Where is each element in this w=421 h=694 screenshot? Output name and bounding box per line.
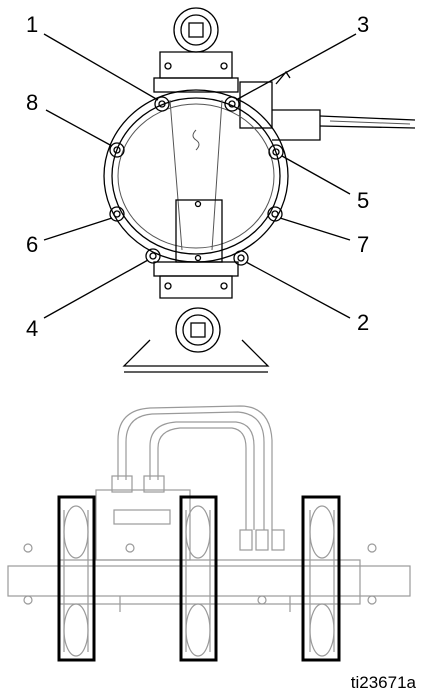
callout-2: 2 (357, 310, 369, 335)
bolt-1 (154, 96, 170, 112)
figure-reference: ti23671a (351, 673, 417, 692)
callout-3: 3 (357, 12, 369, 37)
highlight-boxes (57, 495, 341, 662)
callout-8: 8 (26, 90, 38, 115)
callout-4: 4 (26, 316, 38, 341)
callout-1: 1 (26, 12, 38, 37)
leader-lines (43, 33, 357, 319)
diaphragm-left (63, 505, 89, 657)
callout-6: 6 (26, 232, 38, 257)
callout-5: 5 (357, 188, 369, 213)
diaphragm-right (309, 505, 335, 657)
callout-7: 7 (357, 232, 369, 257)
bolt-3 (224, 96, 240, 112)
bolt-8 (109, 142, 125, 158)
pump-side-view (7, 405, 411, 657)
highlight-box-left (57, 495, 96, 662)
highlight-box-right (301, 495, 341, 662)
bolt-2 (233, 250, 249, 266)
bolt-5 (268, 144, 284, 160)
bolt-6 (109, 206, 125, 222)
bolt-4 (145, 248, 161, 264)
bolt-7 (267, 206, 283, 222)
callout-labels: 1 2 3 4 5 6 7 8 (26, 12, 369, 341)
diaphragm-center (185, 505, 211, 657)
highlight-box-center (179, 495, 218, 662)
pump-front-view (103, 7, 416, 373)
housing-bolts (109, 96, 284, 266)
